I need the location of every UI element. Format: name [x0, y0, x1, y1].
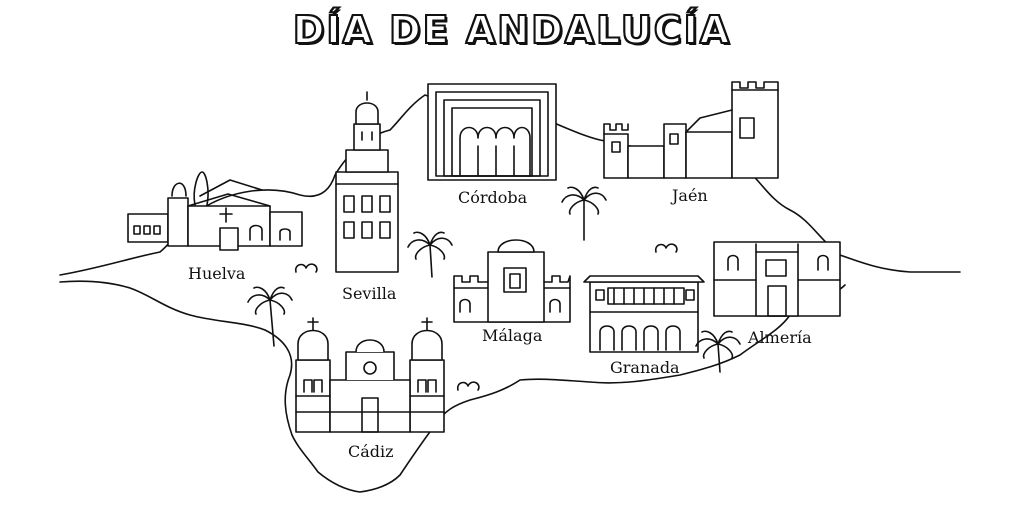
cloud-icon — [294, 263, 318, 273]
label-granada: Granada — [610, 358, 680, 377]
cloud-icon — [456, 381, 480, 391]
huelva-monastery-illustration — [127, 171, 303, 251]
label-cadiz: Cádiz — [348, 442, 394, 461]
jaen-castle-illustration — [603, 81, 779, 179]
label-huelva: Huelva — [188, 264, 246, 283]
almeria-cathedral-illustration — [713, 241, 841, 317]
label-cordoba: Córdoba — [458, 188, 528, 207]
palm-tree-icon — [561, 186, 607, 241]
cloud-icon — [654, 243, 678, 253]
malaga-alcazaba-illustration — [453, 239, 571, 323]
cordoba-mezquita-illustration — [427, 83, 557, 181]
palm-tree-icon — [695, 330, 741, 373]
label-jaen: Jaén — [672, 186, 708, 205]
label-sevilla: Sevilla — [342, 284, 397, 303]
granada-alhambra-illustration — [583, 275, 705, 353]
sevilla-torre-del-oro-illustration — [335, 91, 399, 273]
label-malaga: Málaga — [482, 326, 543, 345]
palm-tree-icon — [407, 231, 453, 278]
cadiz-cathedral-illustration — [295, 317, 445, 433]
label-almeria: Almería — [748, 328, 812, 347]
page-title: DÍA DE ANDALUCÍA — [292, 7, 732, 53]
palm-tree-icon — [247, 286, 293, 347]
